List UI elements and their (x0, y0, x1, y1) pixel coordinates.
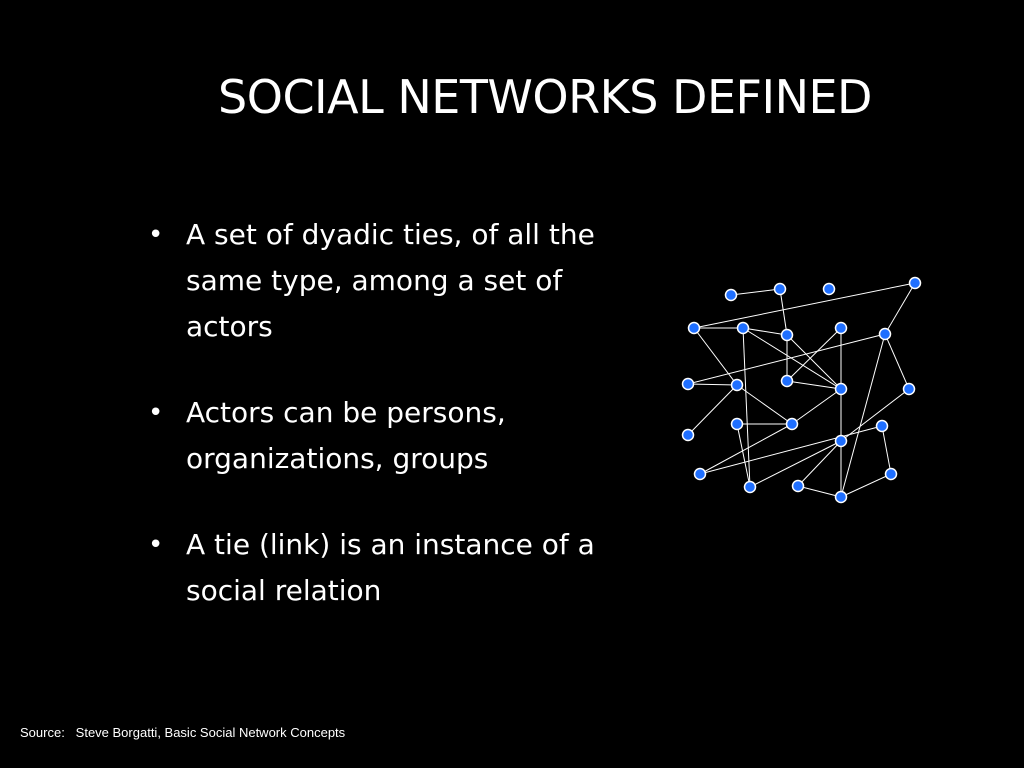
source-citation: Source: Steve Borgatti, Basic Social Net… (20, 725, 345, 740)
bullet-list: • A set of dyadic ties, of all the same … (140, 212, 660, 654)
network-node (878, 327, 892, 341)
network-edge (693, 327, 738, 386)
network-edge (742, 327, 751, 488)
source-text: Steve Borgatti, Basic Social Network Con… (75, 725, 346, 740)
network-node (681, 377, 695, 391)
network-nodes (681, 276, 922, 504)
network-edge (884, 333, 910, 390)
network-node (730, 378, 744, 392)
network-edge (687, 384, 738, 436)
network-edge (786, 334, 842, 390)
network-edge (797, 485, 842, 498)
network-node (791, 479, 805, 493)
network-edge (693, 282, 916, 329)
network-node (822, 282, 836, 296)
network-node (884, 467, 898, 481)
network-edge (687, 383, 738, 386)
network-edge (736, 423, 751, 488)
network-edge (884, 282, 916, 335)
network-node (693, 467, 707, 481)
network-node (785, 417, 799, 431)
network-edge (786, 327, 842, 382)
network-edge (742, 327, 788, 336)
network-node (834, 490, 848, 504)
network-edge (840, 388, 910, 442)
network-edge (791, 388, 842, 425)
network-node (743, 480, 757, 494)
network-edge (699, 423, 793, 475)
bullet-glyph: • (148, 398, 164, 428)
network-node (687, 321, 701, 335)
network-node (773, 282, 787, 296)
network-edge (742, 327, 842, 390)
bullet-glyph: • (148, 530, 164, 560)
bullet-text: A set of dyadic ties, of all the same ty… (186, 218, 595, 343)
network-node (834, 382, 848, 396)
source-label: Source: (20, 725, 65, 740)
network-edge (881, 425, 892, 475)
network-edges (687, 282, 916, 498)
network-node (780, 328, 794, 342)
network-edge (779, 288, 788, 336)
slide-title: SOCIAL NETWORKS DEFINED (218, 70, 872, 124)
bullet-item: • A tie (link) is an instance of a socia… (140, 522, 646, 614)
network-edge (736, 384, 793, 425)
network-edge (797, 440, 842, 487)
network-node (834, 321, 848, 335)
network-node (724, 288, 738, 302)
network-edge (699, 425, 883, 475)
bullet-text: A tie (link) is an instance of a social … (186, 528, 595, 607)
network-node (681, 428, 695, 442)
bullet-text: Actors can be persons, organizations, gr… (186, 396, 506, 475)
network-node (780, 374, 794, 388)
network-edge (687, 333, 886, 385)
bullet-glyph: • (148, 220, 164, 250)
network-edge (840, 473, 892, 498)
bullet-item: • Actors can be persons, organizations, … (140, 390, 646, 482)
bullet-item: • A set of dyadic ties, of all the same … (140, 212, 646, 350)
network-edge (840, 333, 886, 498)
network-node (875, 419, 889, 433)
network-node (902, 382, 916, 396)
network-node (736, 321, 750, 335)
network-node (834, 434, 848, 448)
network-edge (749, 440, 842, 488)
network-edge (786, 380, 842, 390)
network-node (908, 276, 922, 290)
network-node (730, 417, 744, 431)
network-edge (730, 288, 781, 296)
